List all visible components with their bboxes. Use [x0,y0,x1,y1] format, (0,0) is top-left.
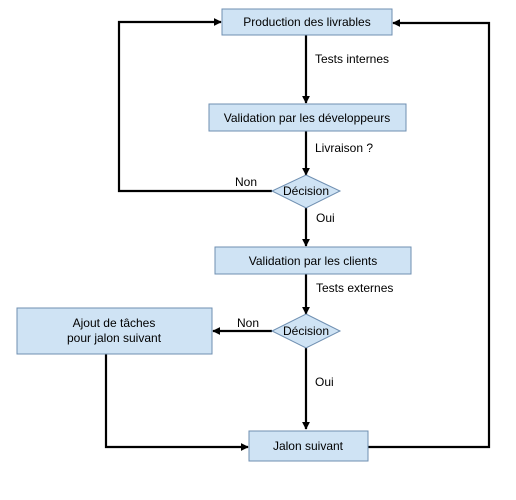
node-production: Production des livrables [221,8,393,36]
edge-jalon-loop-to-production [368,19,491,449]
edge-label-oui-1: Oui [316,211,335,225]
node-validation-dev-label: Validation par les développeurs [224,111,391,125]
node-ajout-label-line2: pour jalon suivant [67,331,162,345]
node-jalon: Jalon suivant [248,430,369,462]
node-production-label: Production des livrables [243,15,370,29]
node-jalon-label: Jalon suivant [273,439,344,453]
node-ajout: Ajout de tâches pour jalon suivant [16,307,213,355]
edge-label-non-2: Non [237,316,259,330]
edge-label-livraison: Livraison ? [315,141,373,155]
edge-ajout-to-jalon [104,354,249,451]
edge-label-oui-2: Oui [315,375,334,389]
edge-label-non-1: Non [235,175,257,189]
node-decision-1: Décision [270,174,342,209]
edges [104,18,491,451]
node-validation-clients-label: Validation par les clients [249,254,378,268]
node-decision-2-label: Décision [283,324,329,338]
edge-labels: Tests internes Livraison ? Non Oui Tests… [235,52,393,389]
edge-label-tests-internes: Tests internes [315,52,389,66]
node-decision-2: Décision [270,313,342,349]
node-validation-dev: Validation par les développeurs [208,103,407,132]
node-validation-clients: Validation par les clients [214,246,412,275]
edge-decision-1-non-loop [117,18,272,193]
edge-label-tests-externes: Tests externes [316,281,393,295]
node-decision-1-label: Décision [283,184,329,198]
node-ajout-label-line1: Ajout de tâches [73,316,156,330]
